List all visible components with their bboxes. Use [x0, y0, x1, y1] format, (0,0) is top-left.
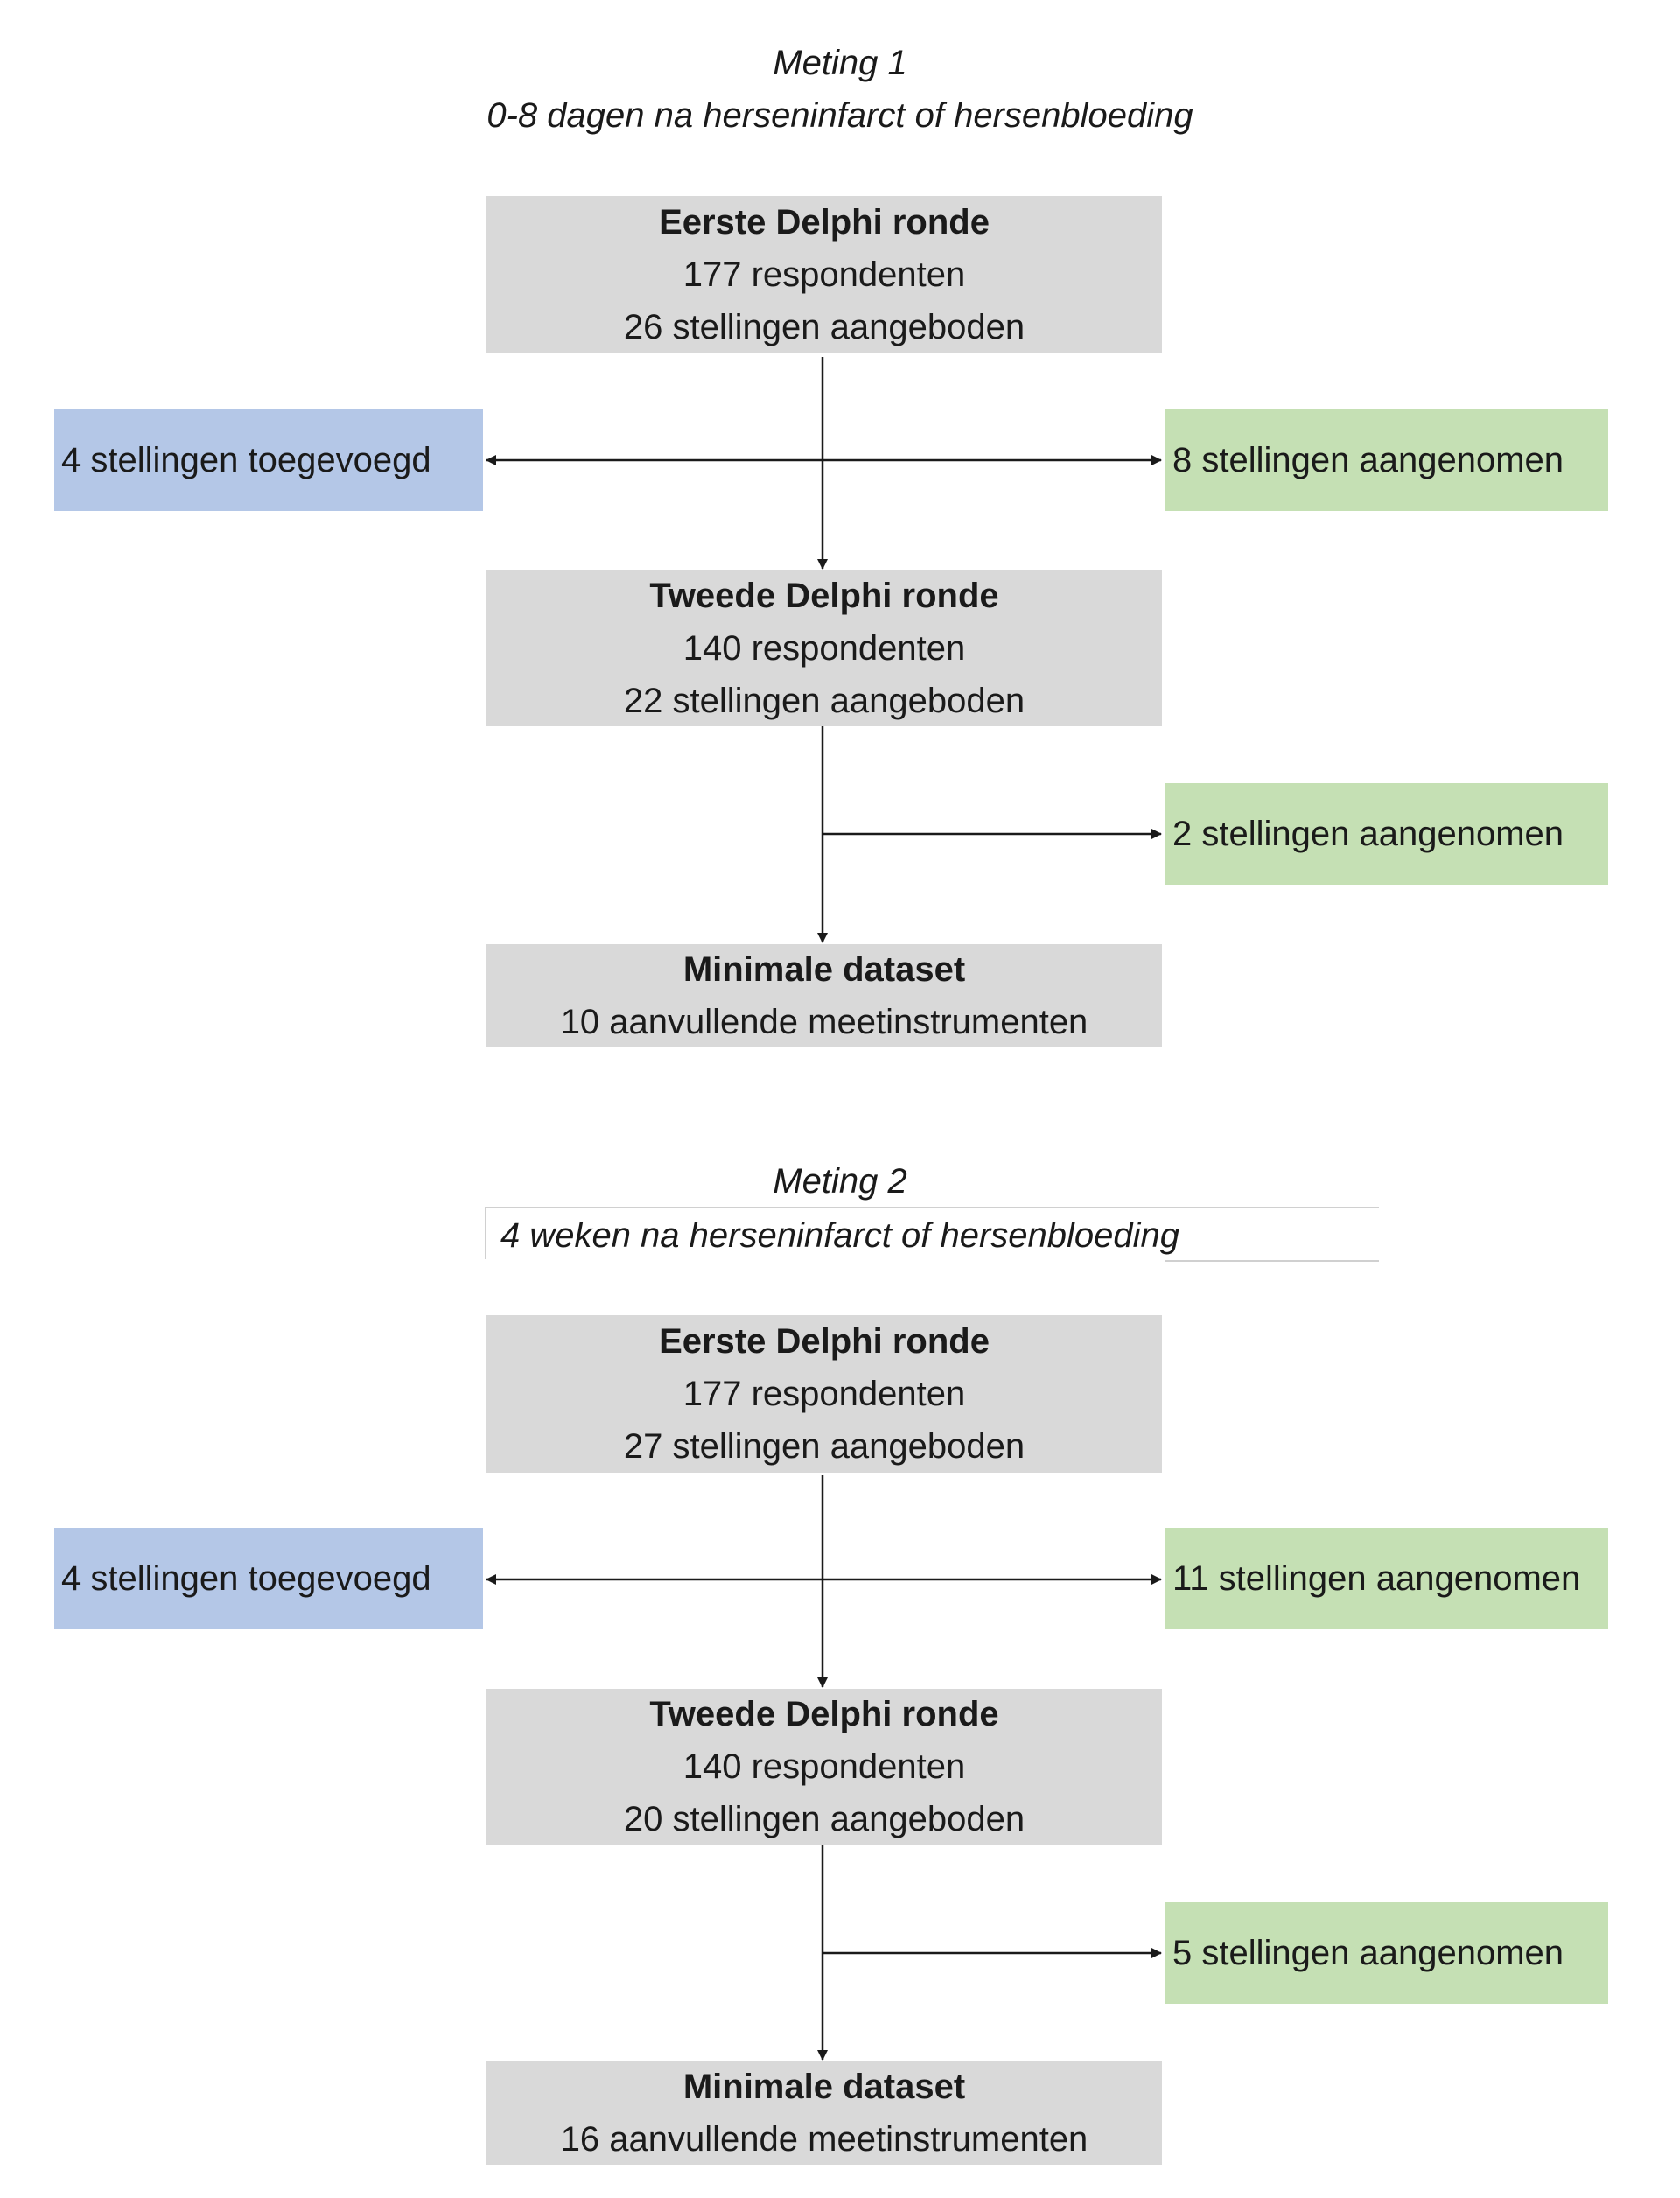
result-title: Minimale dataset — [682, 2068, 966, 2106]
result-text: 10 aanvullende meetinstrumenten — [560, 1003, 1088, 1041]
round2-title: Tweede Delphi ronde — [649, 577, 999, 615]
result-title: Minimale dataset — [682, 950, 966, 989]
section2-accepted1-box: 11 stellingen aangenomen — [1166, 1528, 1608, 1629]
accepted1-label: 8 stellingen aangenomen — [1172, 441, 1564, 480]
section1-round1-box: Eerste Delphi ronde 177 respondenten 26 … — [486, 196, 1162, 354]
round2-statements: 20 stellingen aangeboden — [623, 1800, 1026, 1838]
accepted2-label: 5 stellingen aangenomen — [1172, 1934, 1564, 1972]
round1-respondents: 177 respondenten — [682, 256, 966, 294]
section2-accepted2-box: 5 stellingen aangenomen — [1166, 1902, 1608, 2004]
added-label: 4 stellingen toegevoegd — [61, 1559, 431, 1598]
round1-title: Eerste Delphi ronde — [659, 1322, 990, 1361]
section2-added-box: 4 stellingen toegevoegd — [54, 1528, 483, 1629]
round2-respondents: 140 respondenten — [682, 1747, 966, 1786]
section2-title: Meting 2 — [773, 1162, 907, 1200]
section2-subtitle: 4 weken na herseninfarct of hersenbloedi… — [500, 1216, 1180, 1255]
round2-title: Tweede Delphi ronde — [649, 1695, 999, 1733]
round1-respondents: 177 respondenten — [682, 1375, 966, 1413]
round1-statements: 27 stellingen aangeboden — [623, 1427, 1026, 1466]
round1-statements: 26 stellingen aangeboden — [623, 308, 1026, 346]
section1-result-box: Minimale dataset 10 aanvullende meetinst… — [486, 944, 1162, 1047]
round1-title: Eerste Delphi ronde — [659, 203, 990, 242]
accepted2-label: 2 stellingen aangenomen — [1172, 815, 1564, 853]
round2-respondents: 140 respondenten — [682, 629, 966, 668]
section1-title: Meting 1 — [773, 44, 907, 82]
accepted1-label: 11 stellingen aangenomen — [1172, 1559, 1581, 1598]
divider-line-top — [486, 1207, 1379, 1208]
divider-line-left — [485, 1207, 486, 1259]
section1-subtitle: 0-8 dagen na herseninfarct of hersenbloe… — [486, 96, 1194, 135]
section2-result-box: Minimale dataset 16 aanvullende meetinst… — [486, 2062, 1162, 2165]
section1-accepted1-box: 8 stellingen aangenomen — [1166, 410, 1608, 511]
section1-round2-box: Tweede Delphi ronde 140 respondenten 22 … — [486, 570, 1162, 726]
section2-round2-box: Tweede Delphi ronde 140 respondenten 20 … — [486, 1689, 1162, 1844]
result-text: 16 aanvullende meetinstrumenten — [560, 2120, 1088, 2159]
section2-round1-box: Eerste Delphi ronde 177 respondenten 27 … — [486, 1315, 1162, 1473]
section1-added-box: 4 stellingen toegevoegd — [54, 410, 483, 511]
round2-statements: 22 stellingen aangeboden — [623, 682, 1026, 720]
added-label: 4 stellingen toegevoegd — [61, 441, 431, 480]
divider-line-bottom — [1166, 1260, 1379, 1262]
section1-accepted2-box: 2 stellingen aangenomen — [1166, 783, 1608, 885]
